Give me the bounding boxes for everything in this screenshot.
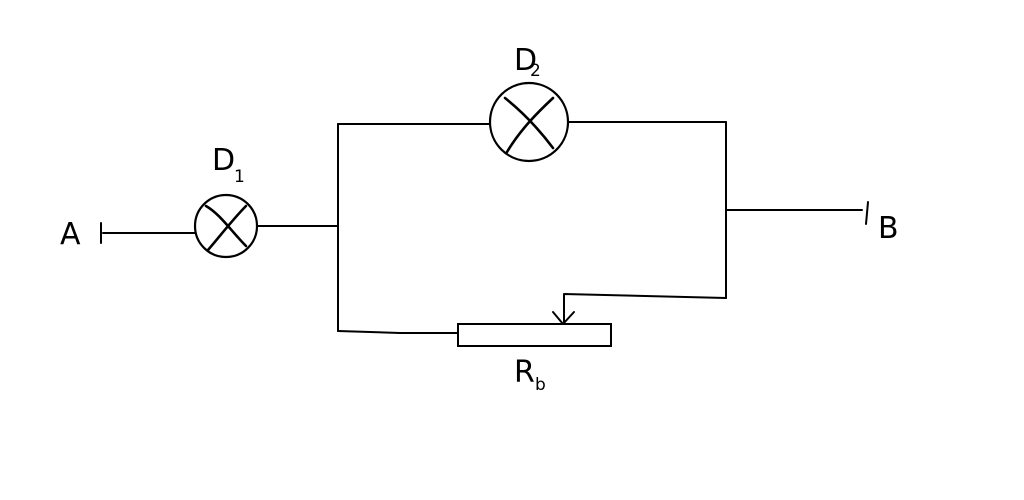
lamp-d1-filament xyxy=(204,204,248,252)
rheostat-slider-wire xyxy=(563,293,727,323)
lamp-d2-label: D xyxy=(514,43,537,78)
rheostat-body xyxy=(457,323,612,347)
wire-left-rail-to-rheostat xyxy=(337,330,459,334)
lamp-d2 xyxy=(488,81,570,163)
lamp-d1 xyxy=(193,193,259,259)
terminal-b-tick xyxy=(865,201,869,225)
lamp-d1-subscript: 1 xyxy=(234,167,245,187)
rheostat-label: R xyxy=(514,355,535,390)
terminal-b-label: B xyxy=(878,211,899,246)
terminal-a-label: A xyxy=(60,217,81,252)
lamp-d2-filament xyxy=(503,96,555,154)
rheostat-subscript: b xyxy=(535,375,546,395)
lamp-d1-circle xyxy=(193,193,259,259)
rheostat-wiper-arrow xyxy=(552,311,575,325)
lamp-d2-subscript: 2 xyxy=(530,61,541,81)
lamp-d1-label: D xyxy=(212,143,235,178)
